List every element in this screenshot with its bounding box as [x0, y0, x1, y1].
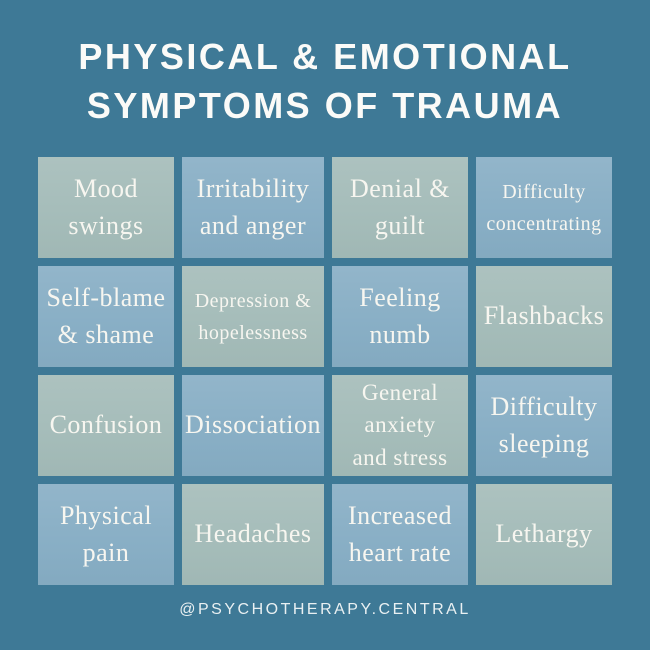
symptom-cell: Confusion [38, 375, 174, 476]
symptom-cell: Depression & hopelessness [182, 266, 324, 367]
symptom-cell: Denial & guilt [332, 157, 468, 258]
symptom-cell: Lethargy [476, 484, 612, 585]
symptom-cell: Feeling numb [332, 266, 468, 367]
symptom-cell: Mood swings [38, 157, 174, 258]
symptom-cell: Difficulty sleeping [476, 375, 612, 476]
symptom-cell: General anxiety and stress [332, 375, 468, 476]
symptom-cell: Dissociation [182, 375, 324, 476]
symptom-cell: Headaches [182, 484, 324, 585]
page-title: PHYSICAL & EMOTIONAL SYMPTOMS OF TRAUMA [78, 36, 572, 126]
symptom-cell: Difficulty concentrating [476, 157, 612, 258]
symptom-cell: Increased heart rate [332, 484, 468, 585]
watermark-handle: @PSYCHOTHERAPY.CENTRAL [179, 601, 471, 618]
symptom-cell: Flashbacks [476, 266, 612, 367]
symptom-cell: Irritability and anger [182, 157, 324, 258]
symptom-cell: Physical pain [38, 484, 174, 585]
symptom-cell: Self-blame & shame [38, 266, 174, 367]
